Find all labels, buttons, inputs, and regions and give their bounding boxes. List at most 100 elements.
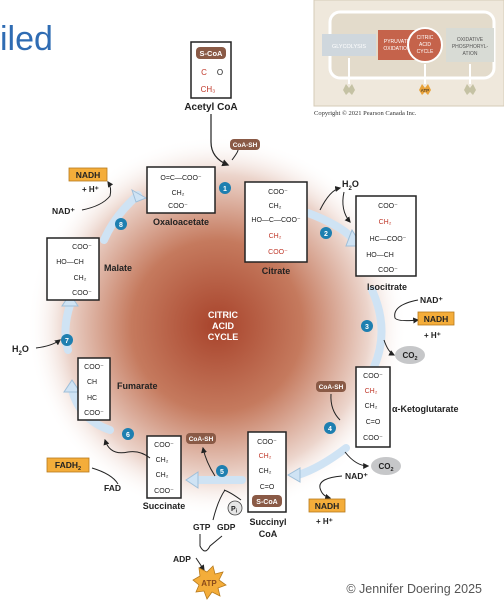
inset-glycolysis-box: [322, 34, 376, 56]
oxalo-row1: O=C—COO⁻: [160, 175, 202, 182]
mal-row2: HO—CH: [56, 259, 84, 266]
akg-row1: COO⁻: [363, 373, 383, 380]
nadh-badge-8-label: NADH: [76, 170, 101, 180]
nadplus-3: NAD⁺: [420, 295, 443, 305]
citrate-row3: HO—C—COO⁻: [251, 217, 301, 224]
inset-pyruvate-label-2: OXIDATION: [383, 46, 411, 52]
sucoa-row4: C=O: [260, 484, 275, 491]
gtp-label: GTP: [193, 522, 211, 532]
citrate-row4: CH₂: [269, 233, 282, 240]
cycle-glow: [27, 136, 407, 516]
step-3-label: 3: [365, 324, 369, 331]
citrate-row5: COO⁻: [268, 249, 288, 256]
fum-row3: HC: [87, 395, 97, 402]
adp-label: ADP: [173, 554, 191, 564]
coash-badge-5: [186, 433, 216, 444]
succinyl-coa: COO⁻ CH₂ CH₂ C=O S-CoA Succinyl CoA: [247, 431, 287, 539]
nadh-badge-3-label: NADH: [424, 314, 449, 324]
citrate-label: Citrate: [262, 266, 291, 276]
inset-oxphos-label-2: PHOSPHORYL-: [452, 44, 489, 50]
co2-badge-3: [395, 346, 425, 364]
iso-row3: HC—COO⁻: [370, 236, 407, 243]
iso-row4: HO—CH: [366, 252, 394, 259]
iso-row2: CH₂: [379, 219, 392, 226]
step-5-label: 5: [220, 469, 224, 476]
succinyl-label-2: CoA: [259, 529, 278, 539]
step-6-label: 6: [126, 432, 130, 439]
step-2: [320, 227, 332, 239]
coash-badge-4: [316, 381, 346, 392]
step-4-label: 4: [328, 426, 332, 433]
inset-citric-label-1: CITRIC: [417, 35, 434, 41]
acetyl-ch3: CH₃: [201, 85, 216, 94]
co2-badge-3-label: CO2: [402, 351, 417, 362]
succ-row2: CH₂: [156, 457, 169, 464]
inset-oxphos-box: [446, 28, 494, 62]
center-label-2: ACID: [212, 321, 234, 331]
fumarate-label: Fumarate: [117, 381, 158, 391]
acetyl-coa-label: Acetyl CoA: [184, 102, 237, 113]
succinate-label: Succinate: [143, 501, 186, 511]
inset-citric-circle: [407, 27, 443, 63]
oxaloacetate-label: Oxaloacetate: [153, 217, 209, 227]
fum-row1: COO⁻: [84, 364, 104, 371]
succ-row1: COO⁻: [154, 442, 174, 449]
step-1-label: 1: [223, 186, 227, 193]
step-3: [361, 320, 373, 332]
inset-citric-label-2: ACID: [419, 42, 431, 48]
step-8-label: 8: [119, 222, 123, 229]
inset-atp-burst: [419, 84, 431, 95]
coash-badge-top: [230, 139, 260, 150]
fadh2-badge: [46, 457, 90, 473]
mal-row1: COO⁻: [72, 244, 92, 251]
hplus-4: + H⁺: [316, 517, 333, 526]
inset-oxphos-label-1: OXIDATIVE: [457, 37, 484, 43]
step-8: [115, 218, 127, 230]
sucoa-row1: COO⁻: [257, 439, 277, 446]
co2-badge-4-label: CO2: [378, 462, 393, 473]
citrate: COO⁻ CH₂ HO—C—COO⁻ CH₂ COO⁻ Citrate: [244, 181, 308, 276]
atp-label: ATP: [201, 579, 217, 588]
nadh-badge-4-label: NADH: [315, 501, 340, 511]
acetyl-c: C: [201, 68, 207, 77]
coash-badge-top-label: CoA-SH: [233, 142, 258, 149]
fumarate: COO⁻ CH HC COO⁻ Fumarate: [77, 357, 158, 421]
scoa-badge-bottom-label: S-CoA: [256, 499, 277, 506]
inset-caption: Copyright © 2021 Pearson Canada Inc.: [314, 110, 417, 117]
succinyl-label-1: Succinyl: [249, 517, 286, 527]
center-label-3: CYCLE: [208, 332, 239, 342]
mal-row3: CH₂: [74, 275, 87, 282]
coash-badge-5-label: CoA-SH: [189, 436, 214, 443]
acetyl-coa: S-CoA C O CH₃ Acetyl CoA: [184, 41, 238, 167]
step-markers: 1 2 3 4 5 6 7 8: [61, 182, 373, 477]
sucoa-row3: CH₂: [259, 468, 272, 475]
inset-atp-label: ATP: [421, 88, 429, 93]
nadplus-8: NAD⁺: [52, 206, 75, 216]
malate-label: Malate: [104, 263, 132, 273]
akg-row4: C=O: [366, 419, 381, 426]
step-4: [324, 422, 336, 434]
oxaloacetate: O=C—COO⁻ CH₂ COO⁻ Oxaloacetate: [146, 166, 216, 227]
inset-overview: GLYCOLYSIS PYRUVATE OXIDATION CITRIC ACI…: [313, 0, 504, 107]
isocitrate-label: Isocitrate: [367, 282, 407, 292]
oxalo-row2: CH₂: [172, 190, 185, 197]
nadh-badge-8: [68, 167, 108, 182]
succ-row4: COO⁻: [154, 488, 174, 495]
iso-row5: COO⁻: [378, 267, 398, 274]
fum-row4: COO⁻: [84, 410, 104, 417]
sucoa-row2: CH₂: [259, 453, 272, 460]
scoa-badge: [196, 47, 226, 59]
ketoglutarate-label: α-Ketoglutarate: [392, 404, 459, 414]
phosphate-icon: [227, 500, 243, 516]
h2o-left: H2O: [12, 344, 29, 357]
fum-row2: CH: [87, 379, 97, 386]
inset-atp-burst-left: [343, 84, 355, 95]
isocitrate: COO⁻ CH₂ HC—COO⁻ HO—CH COO⁻ Isocitrate: [355, 195, 417, 292]
step-5: [216, 465, 228, 477]
step-2-label: 2: [324, 231, 328, 238]
citrate-row1: COO⁻: [268, 189, 288, 196]
copyright-credit: © Jennifer Doering 2025: [346, 582, 482, 596]
oxalo-row3: COO⁻: [168, 203, 188, 210]
inset-pyruvate-label-1: PYRUVATE: [384, 39, 411, 45]
